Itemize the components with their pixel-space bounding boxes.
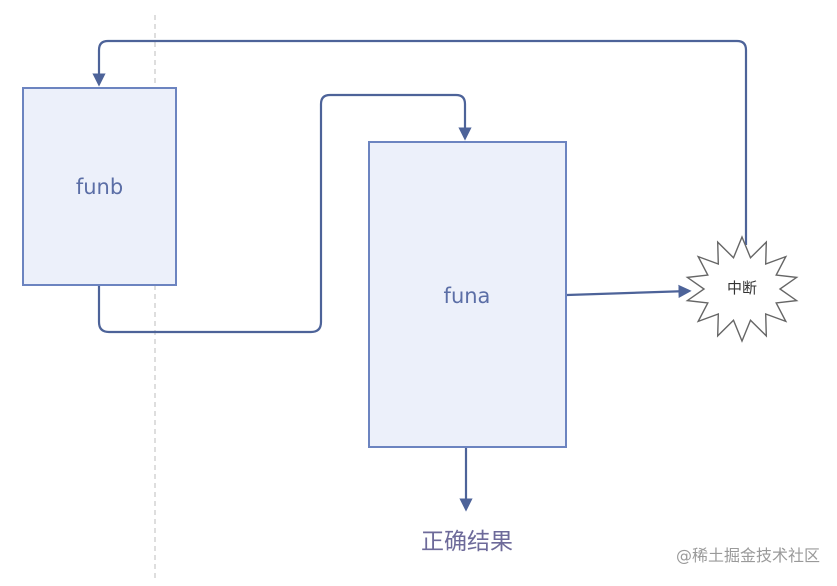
edge-interrupt-to-funb [92, 39, 748, 245]
node-funa-label: funa [444, 284, 491, 308]
node-result-label: 正确结果 [421, 529, 513, 555]
edge-funa-to-interrupt [566, 284, 692, 298]
node-funa[interactable]: funa [368, 141, 567, 448]
node-interrupt-label: 中断 [727, 279, 757, 297]
watermark-text: @稀土掘金技术社区 [676, 546, 820, 565]
node-interrupt[interactable]: 中断 [685, 235, 799, 343]
node-funb[interactable]: funb [22, 87, 177, 286]
node-funa-box [368, 141, 567, 448]
node-funb-label: funb [76, 175, 123, 199]
edge-funb-to-funa [97, 93, 472, 334]
node-funb-box [22, 87, 177, 286]
interrupt-burst-shape [685, 235, 799, 343]
